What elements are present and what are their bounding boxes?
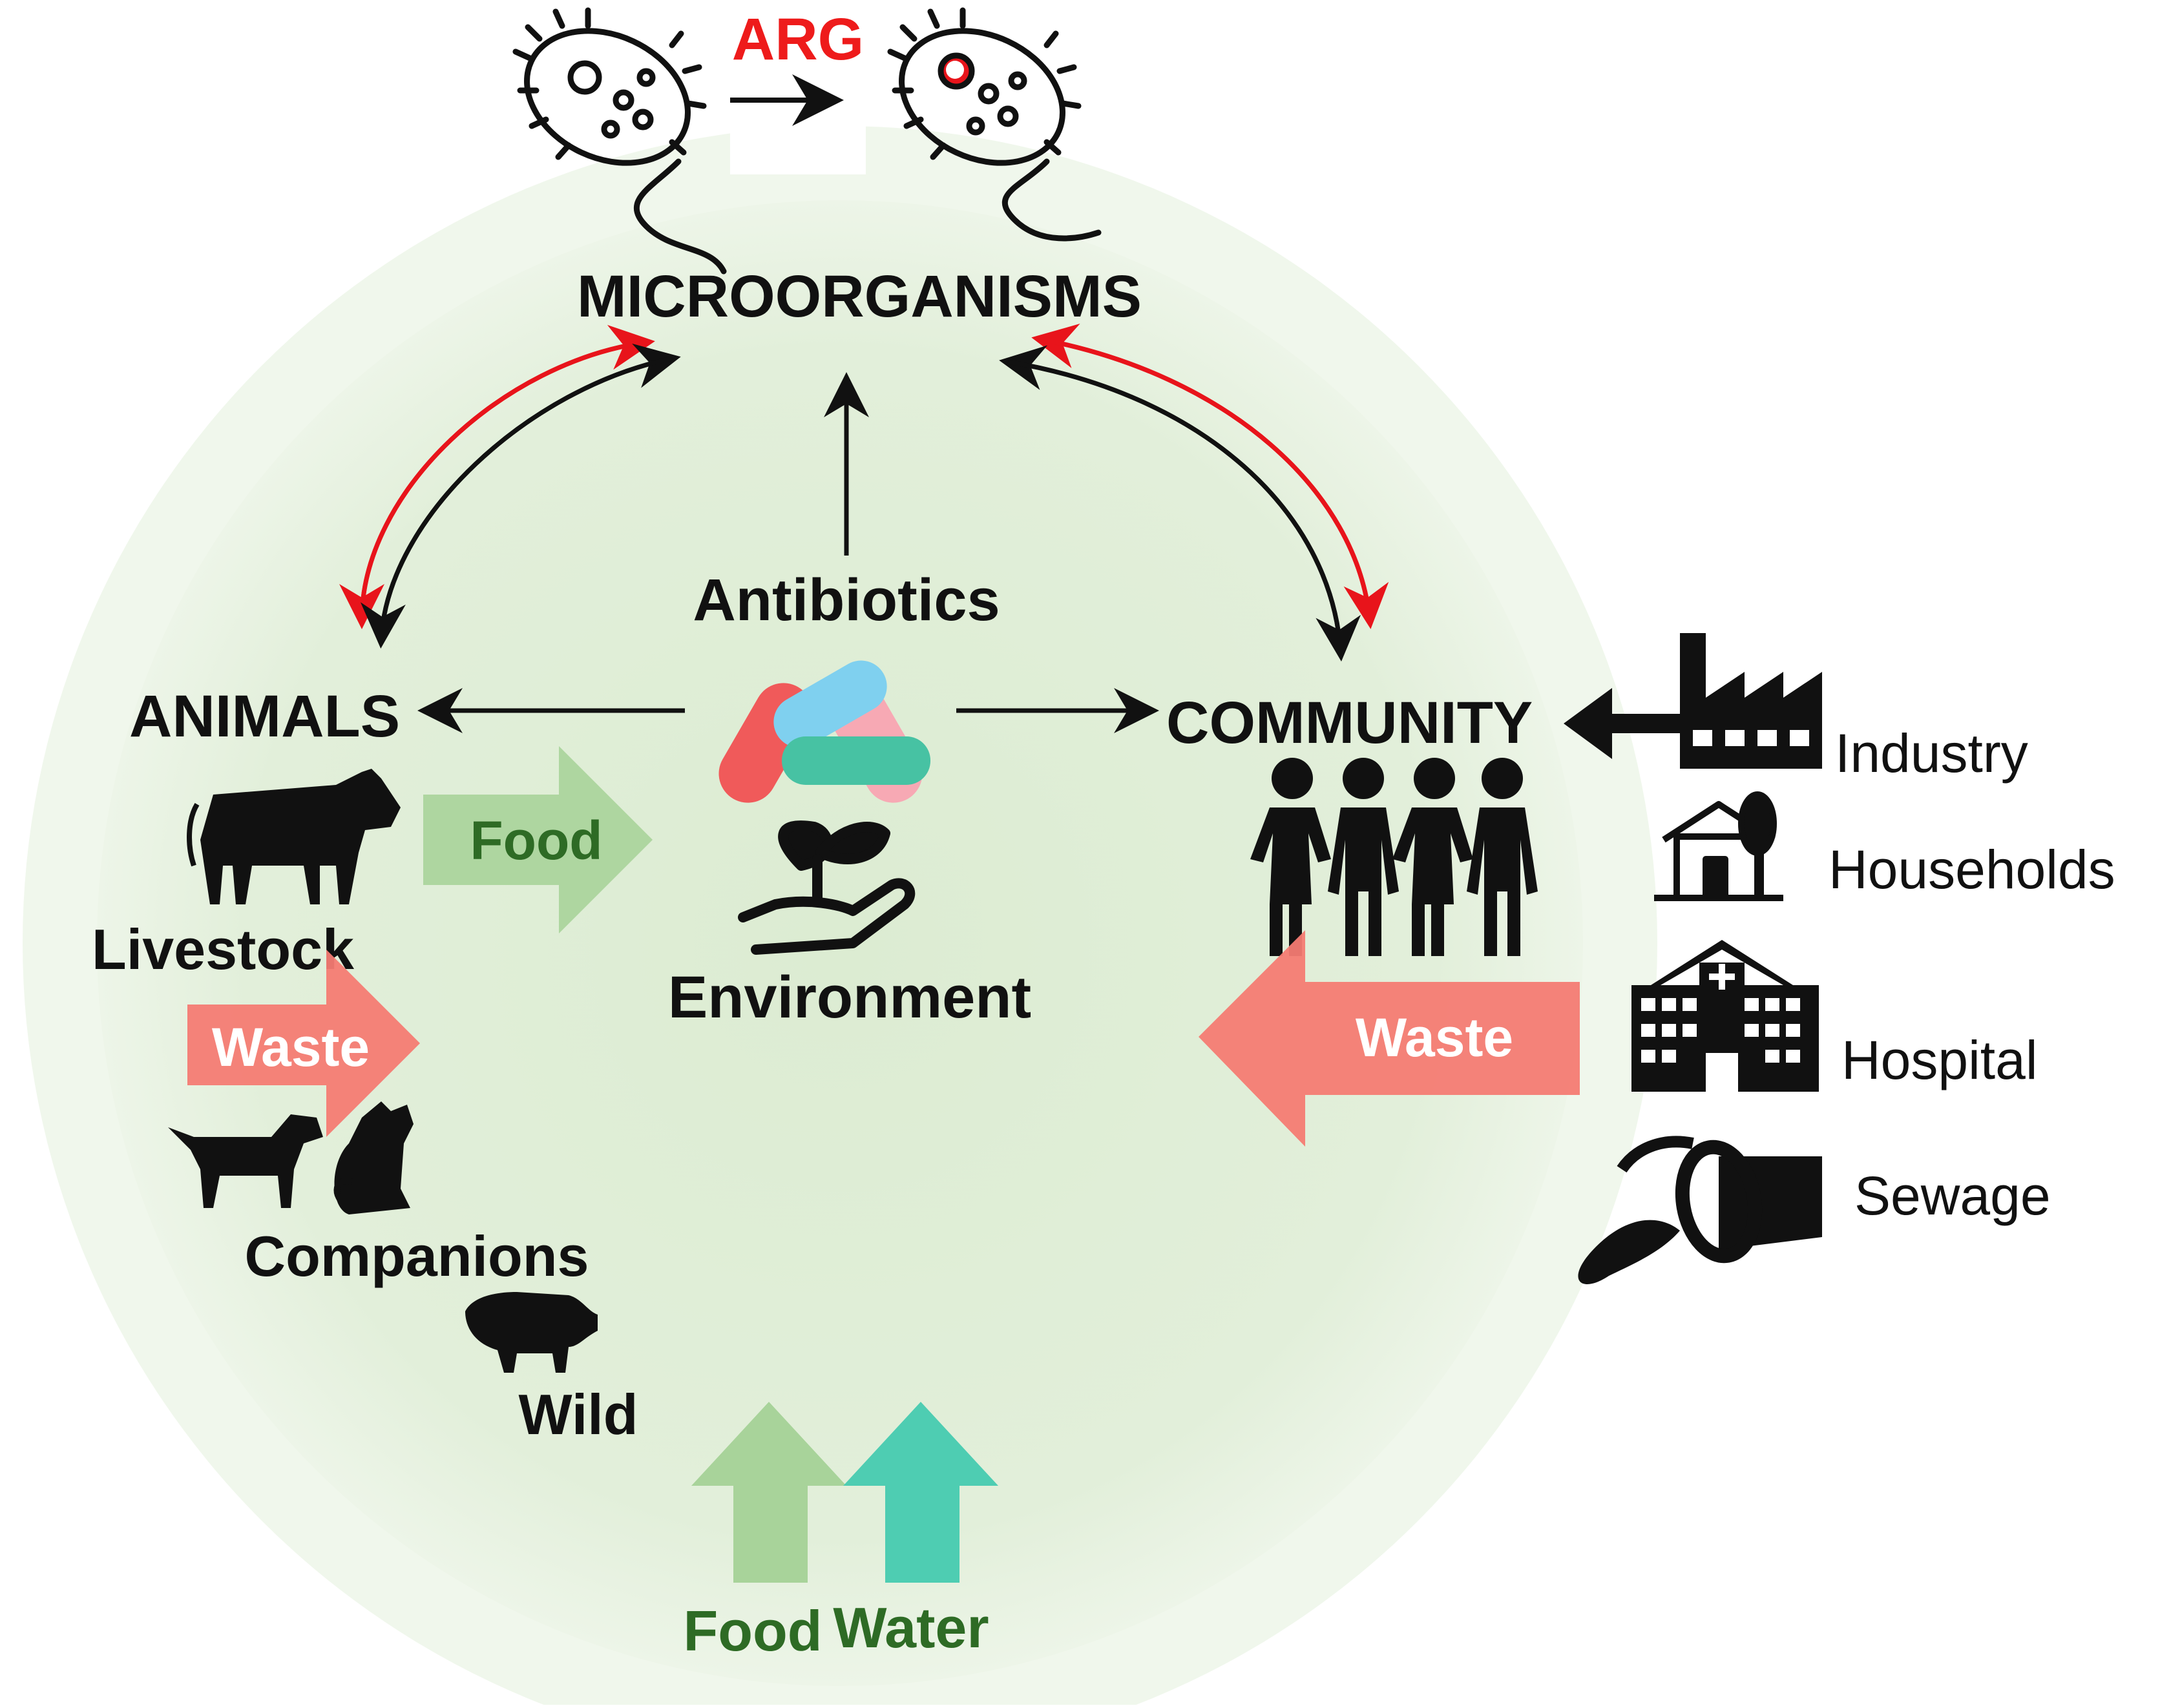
wild-label: Wild [519, 1382, 638, 1446]
dog-icon [168, 1114, 323, 1208]
factory-icon [1680, 633, 1822, 769]
antibiotics-label: Antibiotics [693, 567, 1000, 633]
food-arrow: Food [423, 746, 653, 933]
waste-right-label: Waste [1356, 1007, 1513, 1068]
source-households-label: Households [1829, 839, 2115, 900]
bacterium-right-icon [887, 7, 1102, 242]
hospital-icon [1631, 940, 1819, 1092]
pills-icon [718, 660, 930, 803]
people-icon [1250, 758, 1538, 956]
source-industry-label: Industry [1835, 723, 2028, 784]
cow-icon [187, 769, 401, 904]
companions-label: Companions [245, 1224, 589, 1288]
livestock-label: Livestock [92, 917, 355, 981]
pig-icon [465, 1292, 598, 1373]
bottom-water-arrow [843, 1402, 998, 1583]
cat-icon [333, 1101, 414, 1214]
arg-label: ARG [732, 6, 864, 72]
sewage-pipe-icon [1578, 1136, 1822, 1284]
bottom-food-label: Food [683, 1599, 822, 1663]
house-icon [1654, 791, 1783, 901]
arrow-microbes-to-community-red [1040, 337, 1389, 629]
microorganisms-label: MICROORGANISMS [577, 264, 1142, 329]
waste-left-label: Waste [212, 1017, 370, 1078]
community-label: COMMUNITY [1166, 690, 1533, 756]
arrow-microbes-to-community-black [1007, 359, 1361, 661]
source-hospital-label: Hospital [1841, 1030, 2037, 1090]
top-notch [730, 97, 866, 174]
source-sewage-label: Sewage [1854, 1165, 2051, 1226]
plant-in-hand-icon [738, 820, 916, 955]
environment-label: Environment [668, 964, 1031, 1030]
food-arrow-label: Food [470, 810, 602, 871]
bacterium-left-icon [512, 7, 727, 275]
animals-label: ANIMALS [129, 683, 400, 749]
bottom-water-label: Water [833, 1596, 989, 1660]
bottom-food-arrow [691, 1402, 846, 1583]
waste-arrow-right: Waste [1199, 930, 1580, 1147]
arrow-industry-to-community [1564, 688, 1680, 759]
arrow-microbes-to-animals-red [339, 340, 647, 629]
waste-arrow-left: Waste [187, 950, 420, 1137]
arrow-microbes-to-animals-black [361, 356, 673, 649]
